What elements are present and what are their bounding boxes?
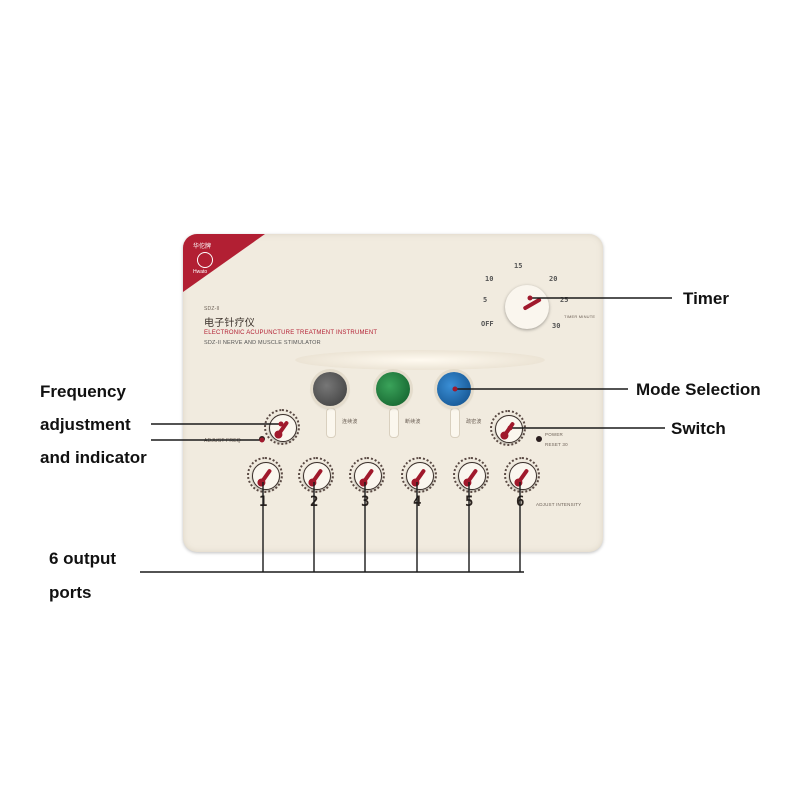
device-title-chinese: 电子针疗仪 bbox=[204, 318, 255, 329]
port-number-6: 6 bbox=[516, 494, 525, 510]
callout-frequency-line3: and indicator bbox=[40, 448, 147, 467]
port-number-4: 4 bbox=[413, 494, 422, 510]
output-knob-4[interactable] bbox=[401, 457, 437, 493]
output-knob-pointer bbox=[259, 468, 273, 484]
port-number-3: 3 bbox=[361, 494, 370, 510]
port-number-2: 2 bbox=[310, 494, 319, 510]
model-number: SDZ-II bbox=[204, 306, 220, 312]
callout-frequency-line1: Frequency bbox=[40, 382, 126, 401]
port-number-5: 5 bbox=[465, 494, 474, 510]
power-indicator-led bbox=[536, 436, 542, 442]
brand-logo-icon bbox=[197, 252, 213, 268]
callout-ports-line1: 6 output bbox=[49, 549, 117, 568]
mode-slot-2 bbox=[389, 408, 399, 438]
output-knob-pointer bbox=[413, 468, 427, 484]
output-knob-pointer bbox=[516, 468, 530, 484]
output-knob-1[interactable] bbox=[247, 457, 283, 493]
frequency-label: ADJUST FREQ bbox=[204, 438, 241, 444]
timer-unit-label: TIMER MINUTE bbox=[564, 314, 596, 319]
timer-mark-10: 10 bbox=[485, 275, 494, 283]
device-title-english: ELECTRONIC ACUPUNCTURE TREATMENT INSTRUM… bbox=[204, 330, 378, 336]
badge-sub-text: Hwato bbox=[193, 269, 208, 275]
mode-label-1: 连续波 bbox=[342, 419, 358, 425]
output-knob-pointer bbox=[361, 468, 375, 484]
timer-mark-25: 25 bbox=[560, 296, 569, 304]
mode-slot-3 bbox=[450, 408, 460, 438]
mode-label-3: 疏密波 bbox=[466, 419, 482, 425]
timer-mark-20: 20 bbox=[549, 275, 558, 283]
output-knob-6[interactable] bbox=[504, 457, 540, 493]
timer-mark-off: OFF bbox=[481, 320, 494, 328]
device-subtitle: SDZ-II NERVE AND MUSCLE STIMULATOR bbox=[204, 340, 321, 346]
output-knob-3[interactable] bbox=[349, 457, 385, 493]
power-switch-knob[interactable] bbox=[490, 410, 526, 446]
badge-triangle bbox=[183, 234, 265, 292]
output-knob-pointer bbox=[465, 468, 479, 484]
callout-frequency-line2: adjustment bbox=[40, 415, 131, 434]
callout-mode-selection: Mode Selection bbox=[636, 380, 761, 399]
frequency-indicator-led bbox=[259, 436, 265, 442]
power-label: POWER bbox=[545, 432, 564, 437]
timer-dial[interactable] bbox=[505, 285, 549, 329]
mode-label-2: 断续波 bbox=[405, 419, 421, 425]
mode-button-dense-sparse[interactable] bbox=[437, 372, 471, 406]
callout-ports-line2: ports bbox=[49, 583, 92, 602]
reset-label: RESET 30 bbox=[545, 442, 568, 447]
output-knob-pointer bbox=[310, 468, 324, 484]
frequency-knob-pointer bbox=[276, 420, 290, 436]
timer-pointer bbox=[522, 297, 542, 311]
port-number-1: 1 bbox=[259, 494, 268, 510]
intensity-label: ADJUST INTENSITY bbox=[536, 502, 582, 507]
mode-button-intermittent[interactable] bbox=[376, 372, 410, 406]
mode-button-continuous[interactable] bbox=[313, 372, 347, 406]
power-switch-pointer bbox=[502, 421, 516, 437]
timer-mark-15: 15 bbox=[514, 262, 523, 270]
callout-timer: Timer bbox=[683, 289, 729, 308]
mode-slot-1 bbox=[326, 408, 336, 438]
badge-text: 华佗牌 bbox=[193, 243, 212, 250]
timer-mark-5: 5 bbox=[483, 296, 488, 304]
callout-switch: Switch bbox=[671, 419, 726, 438]
brand-badge: 华佗牌 Hwato bbox=[183, 234, 265, 292]
output-knob-2[interactable] bbox=[298, 457, 334, 493]
timer-mark-30: 30 bbox=[552, 322, 561, 330]
frequency-knob[interactable] bbox=[264, 409, 300, 445]
front-ridge bbox=[295, 350, 545, 370]
output-knob-5[interactable] bbox=[453, 457, 489, 493]
